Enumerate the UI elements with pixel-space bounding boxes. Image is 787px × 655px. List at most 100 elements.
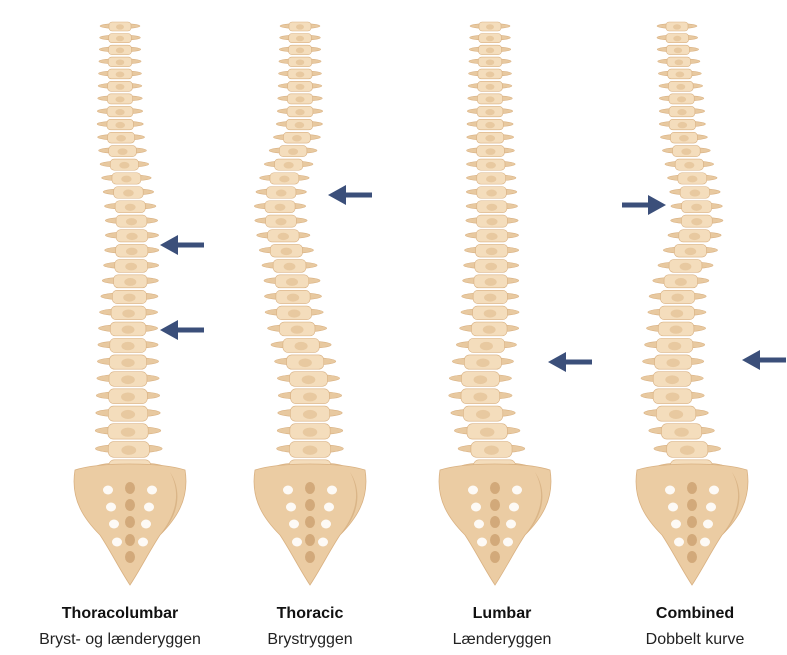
vertebra	[254, 201, 305, 213]
vertebra	[449, 389, 512, 404]
vertebra	[449, 372, 511, 387]
vertebra	[100, 306, 158, 320]
vertebra	[279, 69, 322, 79]
vertebra	[469, 69, 512, 79]
spine-vertebrae	[95, 22, 163, 476]
vertebra	[469, 57, 511, 67]
vertebra	[464, 260, 519, 273]
vertebra	[659, 119, 705, 130]
vertebra	[271, 338, 331, 352]
vertebra	[659, 81, 703, 91]
vertebra	[100, 159, 149, 170]
panel-combined: Combined Dobbelt kurve	[587, 0, 787, 655]
spine-lumbar	[400, 0, 600, 590]
vertebra	[264, 290, 321, 303]
vertebra	[273, 132, 320, 143]
vertebra	[671, 215, 723, 227]
vertebra	[657, 34, 698, 43]
vertebra	[665, 159, 714, 170]
vertebra	[468, 81, 512, 91]
vertebra	[98, 132, 145, 143]
spine-thoracic	[210, 0, 410, 590]
arrow-icon	[742, 350, 786, 370]
vertebra	[465, 244, 519, 257]
vertebra	[259, 244, 313, 257]
vertebra	[461, 306, 519, 320]
vertebra	[95, 424, 161, 439]
vertebra	[659, 94, 704, 104]
vertebra	[264, 159, 313, 170]
panel-thoracic: Thoracic Brystryggen	[210, 0, 410, 655]
vertebra	[268, 322, 327, 336]
vertebra	[257, 230, 310, 242]
sacrum	[439, 464, 551, 585]
vertebra	[96, 406, 160, 421]
vertebra	[277, 372, 339, 387]
vertebra	[279, 45, 320, 54]
vertebra	[641, 372, 703, 387]
caption-combined: Combined Dobbelt kurve	[605, 604, 785, 650]
vertebra	[278, 94, 323, 104]
panel-subtitle: Brystryggen	[220, 630, 400, 650]
vertebra	[99, 45, 140, 54]
vertebra	[264, 275, 320, 288]
vertebra	[643, 355, 704, 369]
vertebra	[469, 45, 510, 54]
vertebra	[99, 322, 158, 336]
spine-vertebrae	[449, 22, 529, 476]
vertebra	[101, 290, 158, 303]
vertebra	[663, 244, 717, 257]
spine-vertebrae	[254, 22, 344, 476]
vertebra	[653, 275, 709, 288]
panel-subtitle: Dobbelt kurve	[605, 630, 785, 650]
vertebra	[451, 406, 515, 421]
vertebra	[657, 22, 697, 31]
panel-title: Thoracolumbar	[30, 604, 210, 624]
vertebra	[466, 215, 518, 227]
vertebra	[278, 81, 322, 91]
arrow-icon	[548, 352, 592, 372]
vertebra	[275, 355, 336, 369]
vertebra	[97, 355, 158, 369]
vertebra	[456, 338, 516, 352]
vertebra	[98, 94, 143, 104]
vertebra	[649, 290, 706, 303]
vertebra	[97, 106, 142, 116]
vertebra	[660, 132, 707, 143]
vertebra	[668, 230, 721, 242]
vertebra	[97, 372, 159, 387]
vertebra	[462, 290, 519, 303]
vertebra	[452, 355, 513, 369]
vertebra	[644, 406, 708, 421]
vertebra	[96, 389, 159, 404]
vertebra	[99, 57, 141, 67]
vertebra	[256, 187, 306, 199]
vertebra	[466, 201, 517, 213]
vertebra	[466, 187, 516, 199]
vertebra	[671, 201, 722, 213]
vertebra	[657, 45, 698, 54]
vertebra	[279, 57, 321, 67]
vertebra	[648, 306, 706, 320]
panel-title: Lumbar	[412, 604, 592, 624]
vertebra	[278, 406, 342, 421]
spine-thoracolumbar	[20, 0, 220, 590]
vertebra	[460, 322, 519, 336]
vertebra	[467, 106, 512, 116]
vertebra	[658, 57, 700, 67]
vertebra	[278, 389, 341, 404]
vertebra	[105, 201, 156, 213]
vertebra	[659, 106, 704, 116]
vertebra	[97, 119, 143, 130]
vertebra	[255, 215, 307, 227]
panel-thoracolumbar: Thoracolumbar Bryst- og lænderyggen	[20, 0, 220, 655]
vertebra	[99, 69, 142, 79]
vertebra	[662, 146, 710, 157]
vertebra	[467, 132, 514, 143]
arrow-icon	[160, 320, 204, 340]
vertebra	[99, 146, 147, 157]
panel-title: Thoracic	[220, 604, 400, 624]
panel-title: Combined	[605, 604, 785, 624]
vertebra	[277, 106, 322, 116]
vertebra	[95, 442, 162, 458]
